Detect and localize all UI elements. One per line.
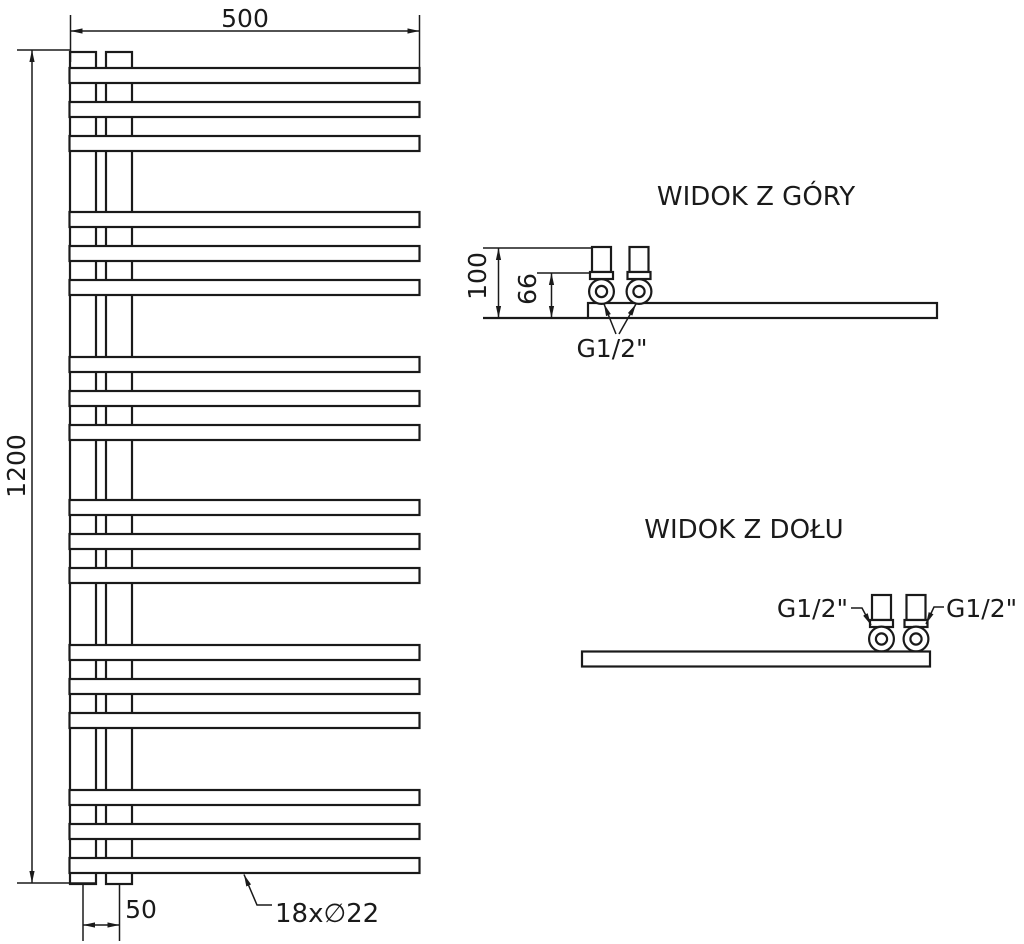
bar-spec: 18x∅22: [243, 874, 379, 929]
collector-tube-left: [68, 50, 98, 886]
towel-bar: [68, 822, 421, 841]
towel-bar: [68, 677, 421, 696]
towel-bar: [68, 788, 421, 807]
dimension-66: 66: [513, 272, 591, 318]
valve-connection: [902, 593, 930, 653]
bar-spec-leader: [243, 874, 272, 906]
towel-bar: [68, 643, 421, 662]
towel-bar: [68, 66, 421, 85]
bar-spec-label: 18x∅22: [275, 899, 379, 929]
towel-bar: [68, 711, 421, 730]
towel-bar: [68, 498, 421, 517]
dimension-66-label: 66: [513, 273, 542, 305]
towel-bar: [68, 100, 421, 119]
towel-bars: [68, 66, 421, 875]
collector-tube-right: [104, 50, 134, 886]
top-view: WIDOK Z GÓRY 100 66: [463, 180, 939, 363]
towel-bar: [68, 566, 421, 585]
valve-port-inner: [632, 284, 646, 299]
dimension-500-label: 500: [221, 4, 269, 33]
thread-label: G1/2": [576, 334, 647, 363]
radiator-profile-bottom: [580, 650, 932, 668]
towel-bar: [68, 278, 421, 297]
thread-label: G1/2": [946, 594, 1017, 623]
thread-leader: [925, 606, 944, 625]
thread-label-top: G1/2": [576, 303, 648, 363]
valve-connection: [625, 245, 653, 306]
valve-tail: [905, 593, 927, 622]
valve-tail: [870, 593, 893, 622]
thread-leader: [603, 303, 617, 335]
dimension-100-label: 100: [463, 252, 492, 300]
dimension-100: 100: [463, 247, 592, 318]
valve-port-inner: [874, 632, 889, 646]
valve-port-inner: [909, 632, 923, 646]
dimension-500: 500: [69, 4, 421, 67]
towel-bar: [68, 389, 421, 408]
top-view-title: WIDOK Z GÓRY: [657, 180, 855, 212]
thread-label-bottom-right: G1/2": [925, 594, 1017, 625]
dimension-50: 50: [82, 885, 157, 941]
thread-label: G1/2": [777, 594, 848, 623]
valve-connection: [587, 245, 615, 306]
towel-bar: [68, 244, 421, 263]
valve-collar: [588, 270, 615, 281]
towel-bar: [68, 355, 421, 374]
towel-bar: [68, 134, 421, 153]
towel-bar: [68, 856, 421, 875]
towel-bar: [68, 532, 421, 551]
thread-leader: [851, 607, 872, 626]
bottom-view: WIDOK Z DOŁU G1/2" G1/2": [580, 515, 1017, 668]
valve-tail: [590, 245, 613, 274]
dimension-1200-label: 1200: [2, 434, 31, 498]
dimension-1200: 1200: [2, 49, 95, 884]
dimension-50-label: 50: [125, 895, 157, 924]
valve-tail: [628, 245, 650, 274]
thread-leader: [618, 303, 637, 335]
thread-label-bottom-left: G1/2": [777, 594, 872, 626]
towel-bar: [68, 210, 421, 229]
bottom-view-title: WIDOK Z DOŁU: [644, 515, 843, 545]
valve-collar: [626, 270, 652, 281]
valve-connection: [867, 593, 895, 653]
front-view: 500 1200 50 18x∅22: [2, 4, 421, 941]
radiator-profile-top: [586, 301, 939, 320]
towel-bar: [68, 423, 421, 442]
valve-port-inner: [594, 284, 609, 299]
